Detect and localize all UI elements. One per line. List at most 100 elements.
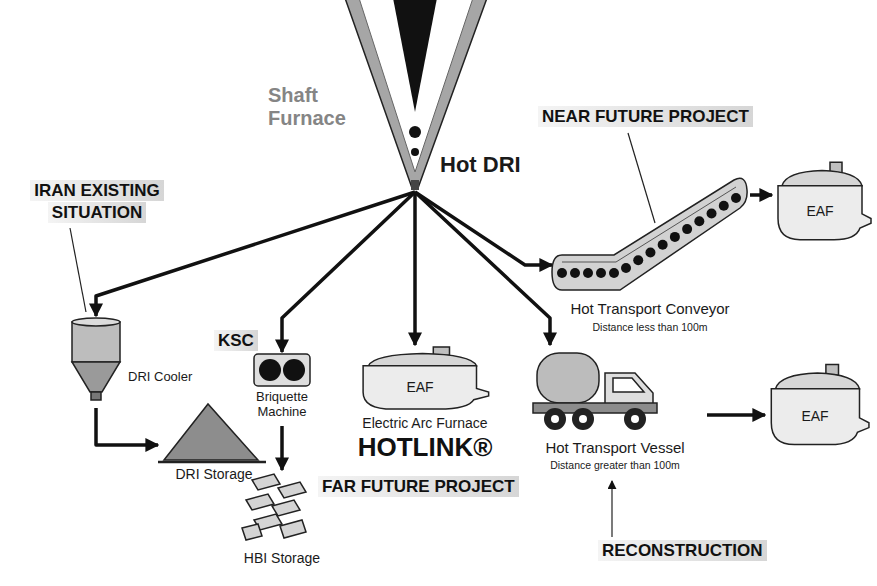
roller [645,247,655,257]
roller [670,232,680,242]
label-slot: KSC [214,330,274,352]
node-text: EAF [772,203,868,219]
roller [682,224,692,234]
callout-label: FAR FUTURE PROJECT [318,476,519,497]
truck-wheel [624,408,646,430]
text-slot: Distance less than 100m [552,321,748,333]
shaft-furnace: Shaft FurnaceHot DRI [262,40,542,192]
flow-arrow [750,193,772,197]
electric-arc-furnace: EAF [772,160,872,242]
node-text: Distance greater than 100m [525,459,705,471]
leader-arrow [611,481,612,537]
truck-hub [631,415,639,423]
flow-arrow [707,413,765,417]
vessel-tank [537,353,599,403]
furnace-outlet [411,180,419,190]
node-icon [772,160,872,242]
cooler-cone [72,362,120,392]
cooler-top [72,318,120,326]
hot-transport-conveyor: Hot Transport ConveyorDistance less than… [552,172,750,337]
flow-arrow [280,426,284,470]
text-slot: HBI Storage [232,550,332,566]
flow-arrow [96,408,158,445]
flow-arrow [415,192,552,265]
node-text: Briquette Machine [240,390,324,420]
text-slot: EAF [765,408,865,424]
node-text: HOTLINK® [350,433,500,463]
truck-window [613,378,644,392]
label-slot: NEAR FUTURE PROJECT [538,106,798,128]
truck-wheel [572,408,594,430]
node-text: Hot DRI [440,152,540,177]
hbi-briquette [246,494,274,510]
roller [583,268,593,278]
roller [609,268,619,278]
cooler-shell [72,322,120,362]
dri-cooler: DRI Cooler [66,316,204,408]
hbi-briquette [252,474,280,490]
text-slot: EAF [772,203,868,219]
ground-line [158,461,266,464]
node-text: Hot Transport Conveyor [552,300,748,317]
callout-label: NEAR FUTURE PROJECT [538,106,753,127]
truck-wheel [544,408,566,430]
text-slot: Hot Transport Vessel [525,439,705,456]
roller [694,216,704,226]
callout-label: IRAN EXISTING SITUATION [30,180,164,223]
callout-label: RECONSTRUCTION [598,540,767,561]
hbi-briquette [278,482,306,498]
text-slot: Briquette Machine [240,390,324,420]
dri-storage: DRI Storage [158,398,272,488]
briquette-machine: Briquette Machine [240,352,326,426]
roller [658,240,668,250]
roller [596,268,606,278]
text-slot: Distance greater than 100m [525,459,705,471]
eaf-lid [369,353,477,365]
electric-arc-furnace: EAF Electric Arc FurnaceHOTLINK® [350,345,502,470]
dri-pile [164,404,258,460]
roller [731,193,741,203]
node-text: HBI Storage [232,550,332,566]
cooler-outlet [91,392,101,400]
label-slot: FAR FUTURE PROJECT [318,476,548,498]
roller [633,255,643,265]
briquette-housing [254,354,310,386]
truck-hub [579,415,587,423]
electric-arc-furnace: EAF [765,362,870,447]
truck-hub [551,415,559,423]
leader-line [628,133,655,223]
conveyor-rollers [557,193,741,278]
eaf-icon [363,347,489,409]
flow-arrow [413,192,417,345]
eaf-lid [776,373,860,389]
flow-arrow [415,192,550,345]
furnace-burden [393,0,437,112]
eaf-icon [778,162,871,239]
text-slot: DRI Cooler [128,370,202,385]
node-text: DRI Cooler [128,370,202,385]
node-text: Electric Arc Furnace [350,415,500,431]
furnace-pellet [409,126,421,138]
hbi-briquette [242,524,262,540]
label-slot: IRAN EXISTING SITUATION [8,180,186,225]
hot-transport-vessel: Hot Transport VesselDistance greater tha… [525,345,707,475]
node-icon [66,316,204,408]
node-text: EAF [765,408,865,424]
briquette-roll [283,359,305,381]
text-slot: Electric Arc Furnace [350,415,500,431]
label-slot: RECONSTRUCTION [598,540,798,562]
node-text: Hot Transport Vessel [525,439,705,456]
text-slot: Hot Transport Conveyor [552,300,748,317]
node-text: Distance less than 100m [552,321,748,333]
node-icon [765,362,870,447]
flow-arrow [282,192,415,352]
conveyor-belt [552,178,747,290]
eaf-icon [771,364,869,444]
node-text: Shaft Furnace [268,84,360,130]
eaf-lid [782,171,862,186]
briquette-roll [259,359,281,381]
roller [707,209,717,219]
node-text: EAF [355,379,485,395]
roller [557,268,567,278]
